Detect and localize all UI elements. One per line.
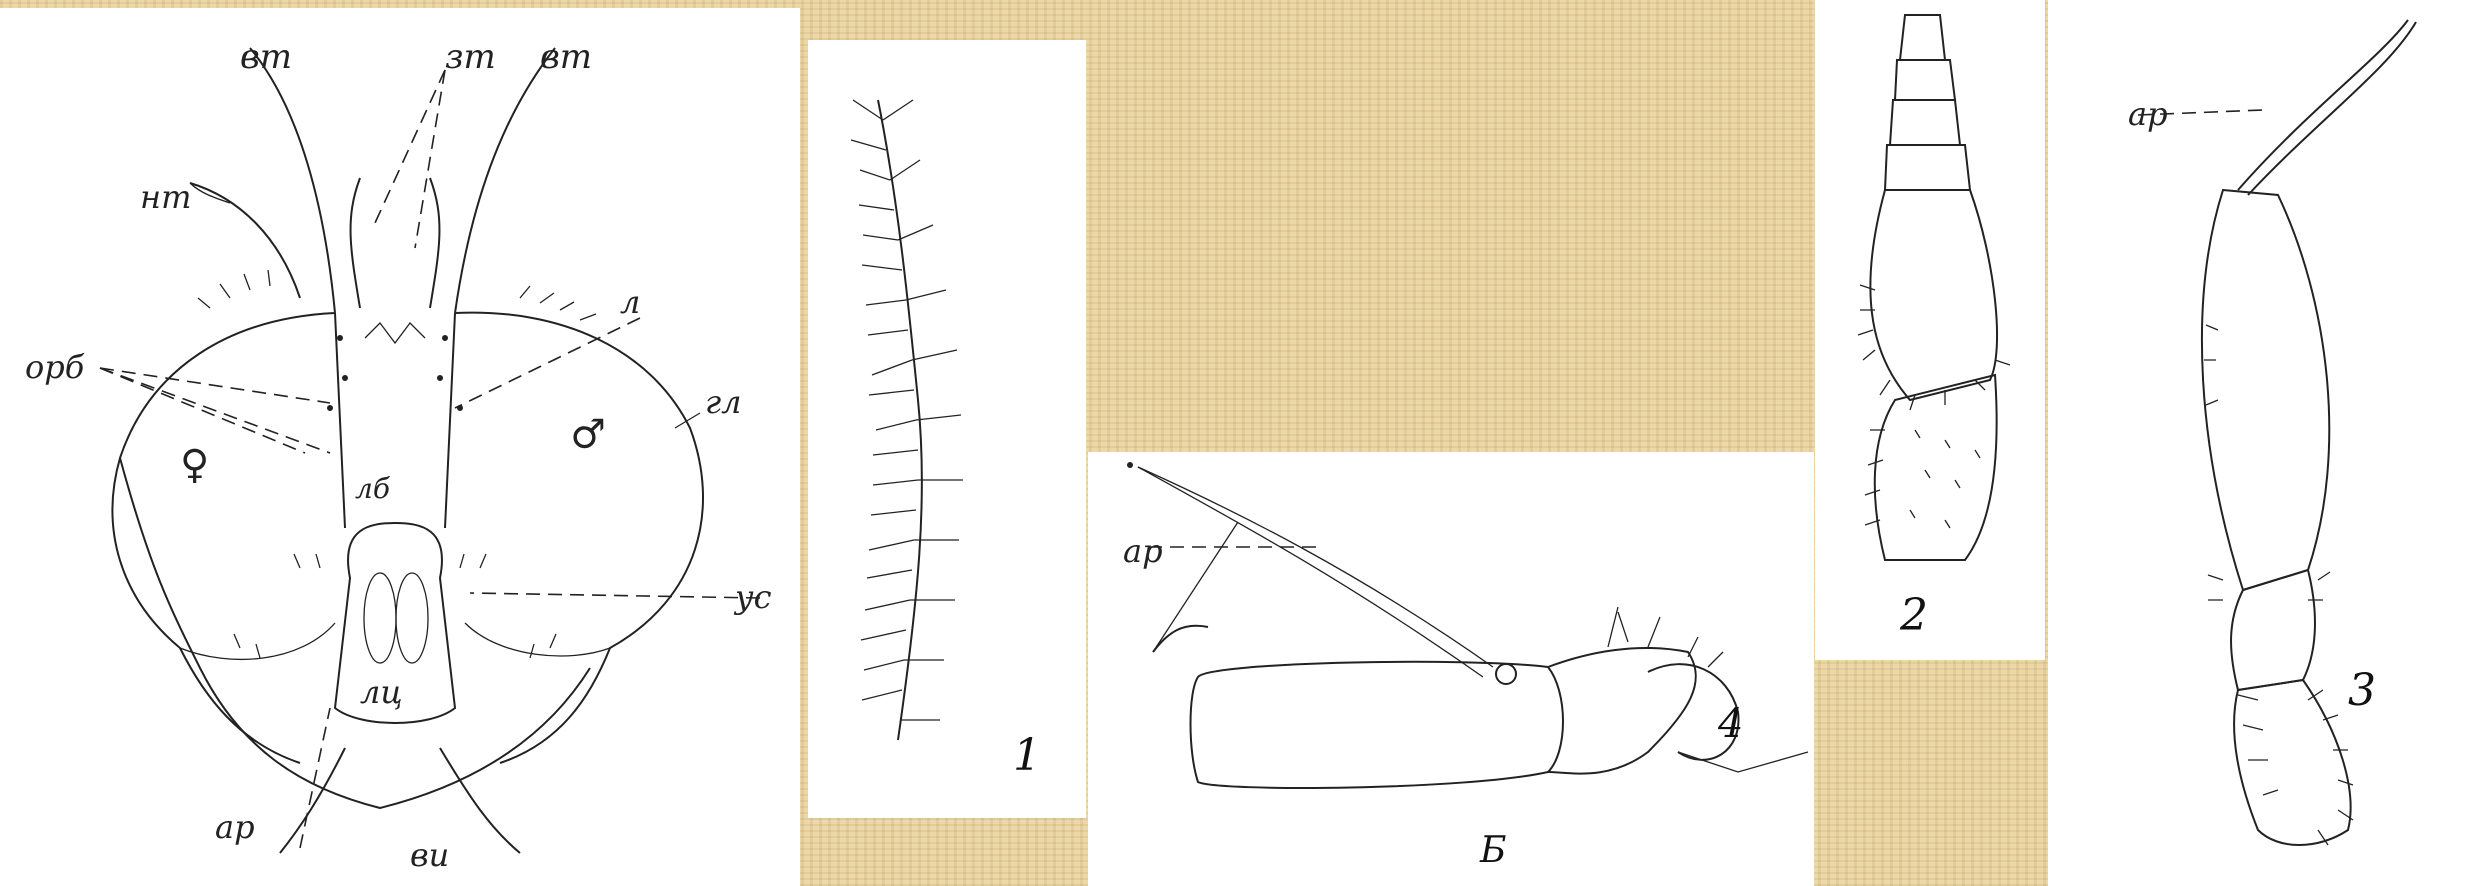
antenna-2-drawing: 2 bbox=[1815, 0, 2045, 660]
antenna-4-number: 4 bbox=[1717, 701, 1743, 747]
label-orb: орб bbox=[25, 348, 85, 386]
antenna-3-panel: ар 3 bbox=[2048, 0, 2469, 886]
antenna-3-third-segment bbox=[2202, 190, 2329, 590]
label-lc: лц bbox=[360, 673, 403, 711]
label-lb: лб bbox=[355, 472, 391, 505]
vertical-bristle-left bbox=[250, 48, 335, 313]
right-eye-outline bbox=[455, 313, 703, 763]
head-figure-drawing: вт зт вт нт орб л гл ♀ ♂ лб ус лц ар ви bbox=[0, 8, 800, 886]
label-l: л bbox=[620, 283, 640, 321]
antenna-3-ar-label: ар bbox=[2128, 95, 2168, 133]
antenna-4-ar-label: ар bbox=[1123, 532, 1163, 570]
antenna-4-letter: Б bbox=[1479, 830, 1506, 871]
antenna-3-drawing: ар 3 bbox=[2048, 0, 2469, 886]
vibrissa-left bbox=[280, 748, 345, 853]
label-vt-left: вт bbox=[240, 37, 292, 77]
antenna-3-number: 3 bbox=[2348, 665, 2376, 716]
antenna-4-third-segment bbox=[1191, 662, 1564, 788]
antenna-1-panel: 1 bbox=[808, 40, 1086, 818]
left-eye-outline bbox=[113, 313, 336, 763]
label-male: ♂ bbox=[570, 412, 606, 458]
label-nt: нт bbox=[140, 178, 191, 216]
antenna-2-third-segment bbox=[1870, 190, 1997, 400]
antenna-1-number: 1 bbox=[1013, 730, 1041, 781]
label-zt: зт bbox=[445, 37, 496, 77]
antenna-3-arista bbox=[2238, 20, 2408, 190]
label-ar: ар bbox=[215, 808, 255, 846]
label-gl: гл bbox=[705, 383, 742, 421]
antenna-1-drawing: 1 bbox=[808, 40, 1086, 818]
label-vt-right: вт bbox=[540, 37, 592, 77]
frons-stripe bbox=[335, 313, 455, 528]
antenna-2-number: 2 bbox=[1899, 590, 1928, 641]
vibrissa-right bbox=[440, 748, 520, 853]
antenna-4-drawing: ар 4 Б bbox=[1088, 452, 1814, 886]
vertical-bristle-right bbox=[455, 48, 555, 313]
head-figure-panel: вт зт вт нт орб л гл ♀ ♂ лб ус лц ар ви bbox=[0, 8, 800, 886]
label-us: ус bbox=[733, 578, 772, 616]
antenna-2-panel: 2 bbox=[1815, 0, 2045, 660]
antenna-4-panel: ар 4 Б bbox=[1088, 452, 1814, 886]
label-vi: ви bbox=[410, 836, 449, 874]
label-female: ♀ bbox=[180, 442, 209, 488]
